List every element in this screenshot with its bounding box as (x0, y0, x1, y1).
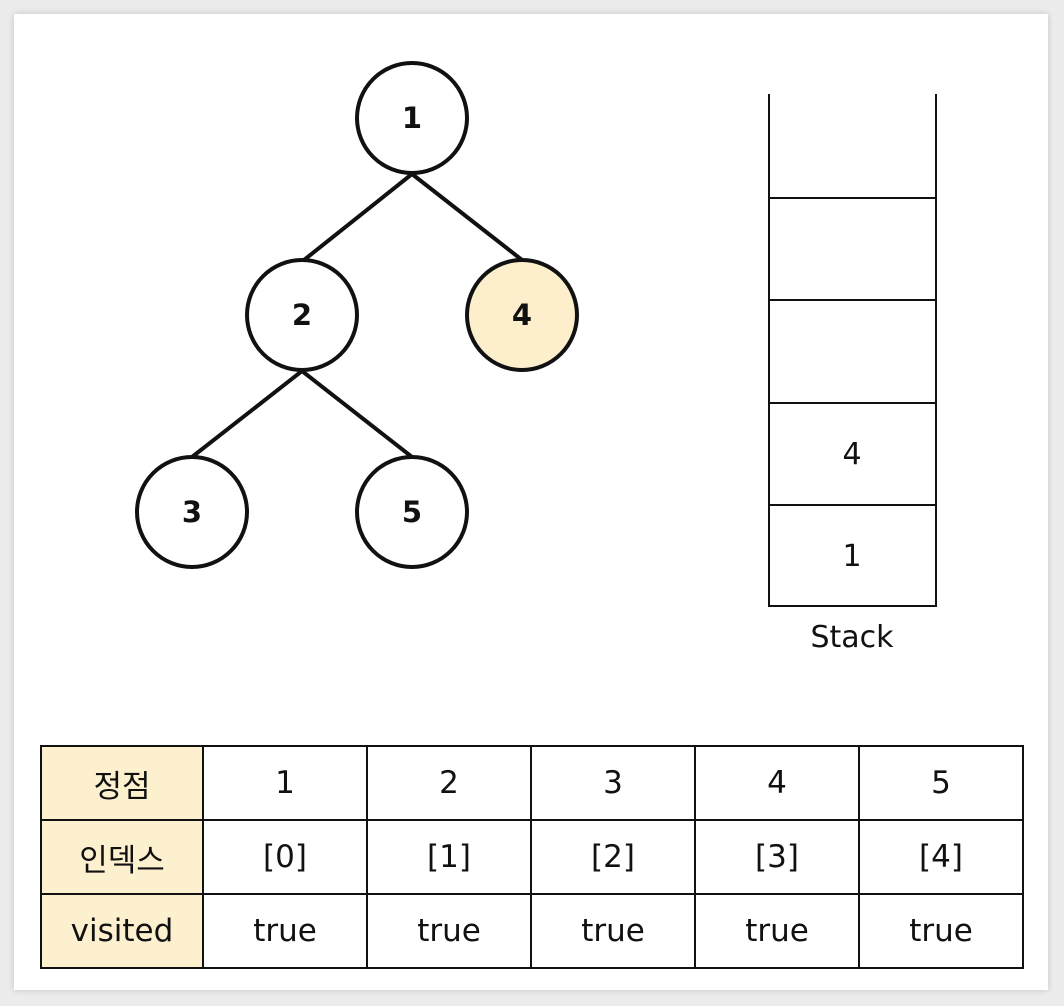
node-4-circle (465, 258, 579, 372)
node-1-label: 1 (402, 101, 422, 135)
index-cell: [1] (366, 819, 532, 895)
row-header-index: 인덱스 (40, 819, 204, 895)
index-cell: [2] (530, 819, 696, 895)
edge-2-5 (300, 369, 414, 459)
row-header-vertex: 정점 (40, 745, 204, 821)
node-3-circle (135, 455, 249, 569)
diagram-card: 1 2 4 3 5 4 1 S (14, 14, 1048, 990)
edge-1-4 (410, 172, 524, 262)
node-5-circle (355, 455, 469, 569)
tree-edges (190, 172, 524, 459)
table-row-vertices: 정점 1 2 3 4 5 (40, 745, 1024, 821)
node-1-circle (355, 61, 469, 175)
vertex-cell: 5 (858, 745, 1024, 821)
vertex-cell: 3 (530, 745, 696, 821)
index-cell: [0] (202, 819, 368, 895)
node-2-label: 2 (292, 298, 312, 332)
node-2-circle (245, 258, 359, 372)
index-cell: [3] (694, 819, 860, 895)
node-3: 3 (135, 455, 249, 569)
stack: 4 1 Stack (768, 94, 937, 655)
table-row-visited: visited true true true true true (40, 893, 1024, 969)
table-row-indices: 인덱스 [0] [1] [2] [3] [4] (40, 819, 1024, 895)
visited-cell: true (858, 893, 1024, 969)
visited-cell: true (694, 893, 860, 969)
stack-cell-3: 4 (842, 437, 861, 472)
graph-canvas: 1 2 4 3 5 4 1 S (135, 61, 937, 655)
node-5: 5 (355, 455, 469, 569)
edge-2-3 (190, 369, 304, 459)
node-3-label: 3 (182, 495, 202, 529)
visited-cell: true (202, 893, 368, 969)
edge-1-2 (302, 172, 414, 262)
visited-cell: true (530, 893, 696, 969)
node-2: 2 (245, 258, 359, 372)
vertex-cell: 4 (694, 745, 860, 821)
visited-table: 정점 1 2 3 4 5 인덱스 [0] [1] [2] [3] [4] vis… (40, 745, 1024, 969)
vertex-cell: 2 (366, 745, 532, 821)
vertex-cell: 1 (202, 745, 368, 821)
visited-cell: true (366, 893, 532, 969)
node-4: 4 (465, 258, 579, 372)
node-4-label: 4 (512, 298, 532, 332)
row-header-visited: visited (40, 893, 204, 969)
stack-caption: Stack (810, 620, 894, 655)
stack-cell-4: 1 (842, 539, 861, 574)
index-cell: [4] (858, 819, 1024, 895)
node-5-label: 5 (402, 495, 422, 529)
node-1: 1 (355, 61, 469, 175)
